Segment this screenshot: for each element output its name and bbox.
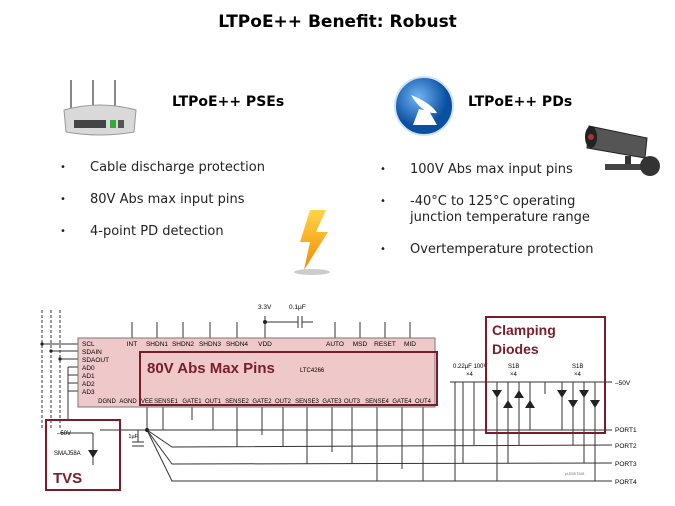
svg-text:GATE4: GATE4 bbox=[392, 399, 412, 405]
tvs-rail-label: –50V bbox=[57, 431, 71, 437]
list-item: -40°C to 125°C operating junction temper… bbox=[380, 194, 630, 226]
lightning-bolt-icon bbox=[294, 210, 330, 275]
svg-text:SHDN1: SHDN1 bbox=[146, 341, 168, 348]
pins-callout-label: 80V Abs Max Pins bbox=[147, 360, 275, 377]
svg-text:AD2: AD2 bbox=[82, 381, 95, 388]
figure-id: pl-DS5 TA01 bbox=[565, 472, 585, 476]
svg-text:DGND: DGND bbox=[98, 399, 116, 405]
list-item: 80V Abs max input pins bbox=[60, 192, 320, 208]
port-cap-label: 0.22µF 100V bbox=[453, 364, 487, 370]
svg-text:OUT1: OUT1 bbox=[205, 399, 222, 405]
pse-heading: LTPoE++ PSEs bbox=[172, 94, 285, 110]
svg-text:PORT1: PORT1 bbox=[615, 427, 637, 434]
svg-text:OUT4: OUT4 bbox=[415, 399, 432, 405]
svg-text:SHDN4: SHDN4 bbox=[226, 341, 248, 348]
ic-name: LTC4266 bbox=[300, 368, 325, 374]
svg-text:RESET: RESET bbox=[374, 341, 396, 348]
diode-part-label: S1B bbox=[572, 364, 583, 370]
neg-rail-label: –50V bbox=[615, 380, 631, 387]
pd-bullet-list: 100V Abs max input pins -40°C to 125°C o… bbox=[380, 162, 630, 274]
supply-label: 3.3V bbox=[258, 304, 272, 311]
svg-text:MID: MID bbox=[404, 341, 416, 348]
pse-bullet-list: Cable discharge protection 80V Abs max i… bbox=[60, 160, 320, 256]
svg-text:OUT3: OUT3 bbox=[344, 399, 361, 405]
vee-cap-label: 1µF bbox=[128, 434, 138, 440]
svg-text:SCL: SCL bbox=[82, 341, 95, 348]
svg-text:OUT2: OUT2 bbox=[275, 399, 292, 405]
tvs-callout-box bbox=[45, 419, 121, 491]
diodes-callout-box bbox=[485, 316, 606, 434]
svg-text:AD3: AD3 bbox=[82, 389, 95, 396]
router-icon bbox=[63, 80, 137, 136]
svg-text:AD0: AD0 bbox=[82, 365, 95, 372]
svg-text:SDAIN: SDAIN bbox=[82, 349, 102, 356]
svg-text:INT: INT bbox=[127, 341, 138, 348]
svg-text:PORT4: PORT4 bbox=[615, 479, 637, 486]
svg-text:SHDN2: SHDN2 bbox=[172, 341, 194, 348]
top-pin-labels: INT SHDN1 SHDN2 SHDN3 SHDN4 VDD AUTO MSD RESET M… bbox=[127, 341, 417, 348]
diode-count: ×4 bbox=[510, 372, 518, 378]
svg-text:VEE: VEE bbox=[141, 399, 153, 405]
svg-text:GATE3: GATE3 bbox=[322, 399, 342, 405]
pd-heading: LTPoE++ PDs bbox=[468, 94, 573, 110]
tvs-callout-label: TVS bbox=[53, 470, 82, 487]
svg-text:MSD: MSD bbox=[353, 341, 368, 348]
svg-text:AD1: AD1 bbox=[82, 373, 95, 380]
diodes-callout-label: Clamping bbox=[492, 322, 556, 338]
svg-text:SENSE3: SENSE3 bbox=[295, 399, 319, 405]
list-item: Overtemperature protection bbox=[380, 242, 630, 258]
diode-part-label: S1B bbox=[508, 364, 519, 370]
satellite-dish-icon bbox=[394, 76, 454, 136]
pins-callout-box bbox=[139, 351, 438, 406]
svg-text:PORT2: PORT2 bbox=[615, 443, 637, 450]
vdd-cap-label: 0.1µF bbox=[289, 304, 306, 311]
list-item: 100V Abs max input pins bbox=[380, 162, 630, 178]
port-cap-count: ×4 bbox=[466, 372, 474, 378]
list-item: 4-point PD detection bbox=[60, 224, 320, 240]
svg-text:GATE1: GATE1 bbox=[182, 399, 202, 405]
svg-text:SDAOUT: SDAOUT bbox=[82, 357, 109, 364]
diodes-callout-label: Diodes bbox=[492, 341, 539, 357]
svg-text:SHDN3: SHDN3 bbox=[199, 341, 221, 348]
ic-body bbox=[77, 337, 436, 408]
svg-text:SENSE4: SENSE4 bbox=[365, 399, 389, 405]
svg-text:SENSE1: SENSE1 bbox=[154, 399, 178, 405]
svg-text:AGND: AGND bbox=[119, 399, 137, 405]
svg-text:AUTO: AUTO bbox=[326, 341, 344, 348]
list-item: Cable discharge protection bbox=[60, 160, 320, 176]
svg-text:PORT3: PORT3 bbox=[615, 461, 637, 468]
svg-text:GATE2: GATE2 bbox=[252, 399, 272, 405]
svg-text:VDD: VDD bbox=[258, 341, 272, 348]
tvs-part-label: SMAJ58A bbox=[54, 451, 81, 457]
svg-text:SENSE2: SENSE2 bbox=[225, 399, 249, 405]
slide-title: LTPoE++ Benefit: Robust bbox=[218, 12, 457, 32]
diode-count: ×4 bbox=[574, 372, 582, 378]
